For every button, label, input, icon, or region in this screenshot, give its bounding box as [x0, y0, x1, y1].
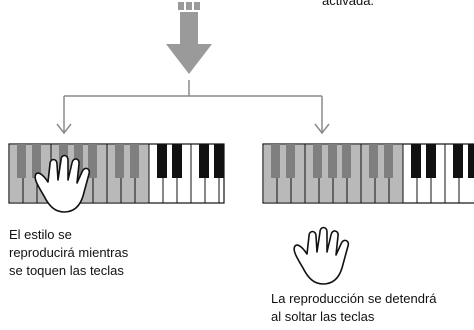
split-connector: [56, 80, 330, 135]
right-hand-icon: [293, 226, 350, 285]
caption-right-line: al soltar las teclas: [271, 309, 375, 324]
left-hand-icon: [34, 154, 91, 213]
left-keyboard-icon: [8, 143, 225, 204]
top-fragment-text: activada.: [322, 0, 375, 8]
caption-right: La reproducción se detendrá al soltar la…: [271, 290, 474, 326]
caption-right-line: La reproducción se detendrá: [271, 291, 437, 306]
caption-left-line: reproducirá mientras: [9, 245, 129, 260]
caption-left-line: se toquen las teclas: [9, 263, 124, 278]
caption-left: El estilo se reproducirá mientras se toq…: [9, 226, 189, 280]
right-keyboard-icon: [262, 143, 474, 204]
main-down-arrow-icon: [166, 2, 212, 74]
caption-left-line: El estilo se: [9, 227, 72, 242]
